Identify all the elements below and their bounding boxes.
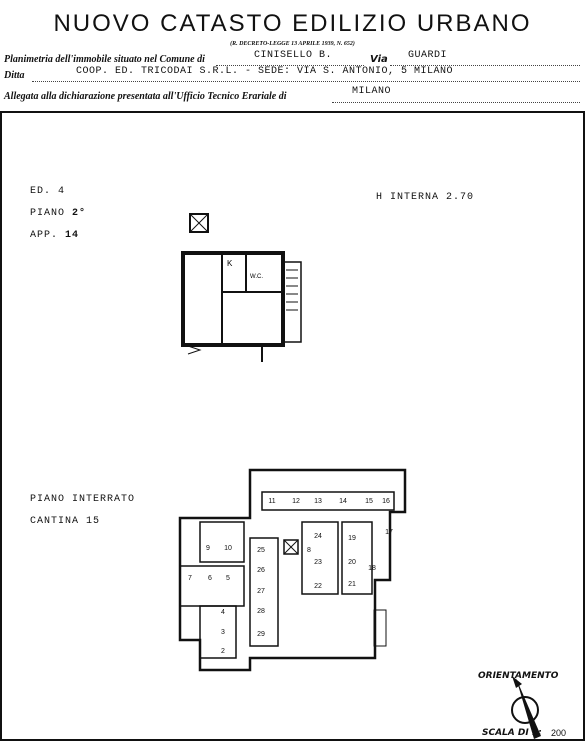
cell-2: 2 [221,648,225,655]
cell-13: 13 [314,498,322,505]
via-label: Via [370,54,388,65]
cell-27: 27 [257,588,265,595]
allegata-label: Allegata alla dichiarazione presentata a… [4,91,287,102]
via-value: GUARDI [408,50,448,61]
cell-3: 3 [221,629,225,636]
cell-4: 4 [221,609,225,616]
ditta-label: Ditta [4,70,25,81]
cell-17: 17 [385,529,393,536]
cell-7: 7 [188,575,192,582]
cell-5: 5 [226,575,230,582]
cell-29: 29 [257,631,265,638]
allegata-row: Allegata alla dichiarazione presentata a… [4,91,581,102]
apartment-outline [181,251,285,347]
cell-26: 26 [257,567,265,574]
cell-23: 23 [314,559,322,566]
document-subtitle: (R. DECRETO-LEGGE 13 APRILE 1939, N. 652… [230,41,355,47]
app-label: APP. [30,230,59,241]
cell-24: 24 [314,533,322,540]
planimetria-row: Planimetria dell'immobile situato nel Co… [4,54,581,65]
piano-label: PIANO [30,208,66,219]
comune-value: CINISELLO B. [254,50,333,61]
basement-plan [178,468,407,672]
ditta-row: Ditta [4,70,581,81]
cell-11: 11 [268,498,275,505]
cell-21: 21 [348,581,356,588]
cell-8: 8 [307,547,311,554]
cell-18: 18 [368,565,376,572]
ditta-value: COOP. ED. TRICODAI S.R.L. - SEDE: VIA S.… [76,66,454,77]
cell-9: 9 [206,545,210,552]
cantina-label: CANTINA 15 [30,516,101,527]
cell-28: 28 [257,608,265,615]
drawing-frame [0,111,585,741]
north-arrow-icon [511,676,541,739]
cell-22: 22 [314,583,322,590]
apartment-plan [181,213,302,362]
app-line: APP. 14 [30,230,79,241]
shaft-box [189,213,209,233]
cell-15: 15 [365,498,373,505]
room-wc: W.C. [250,274,263,280]
room-k: K [227,259,233,268]
piano-line: PIANO 2° [30,208,86,219]
ufficio-value: MILANO [352,86,392,97]
cell-20: 20 [348,559,356,566]
cellar-numbers: 11 12 13 14 15 16 17 24 19 23 20 22 21 1… [188,498,393,655]
document-title: NUOVO CATASTO EDILIZIO URBANO [53,10,532,37]
planimetria-label: Planimetria dell'immobile situato nel Co… [4,54,205,65]
cell-10: 10 [224,545,232,552]
cell-25: 25 [257,547,265,554]
cell-16: 16 [382,498,390,505]
cell-14: 14 [339,498,347,505]
scala-value: 200 [551,728,567,738]
orientamento-label: ORIENTAMENTO [478,671,559,681]
cell-6: 6 [208,575,212,582]
h-interna-label: H INTERNA 2.70 [376,192,475,203]
cell-19: 19 [348,535,356,542]
piano-interrato-label: PIANO INTERRATO [30,494,136,505]
piano-value: 2° [72,208,87,219]
cell-12: 12 [292,498,300,505]
ed-label: ED. 4 [30,186,66,197]
app-value: 14 [65,230,80,241]
scala-label: SCALA DI 1: [482,728,542,738]
